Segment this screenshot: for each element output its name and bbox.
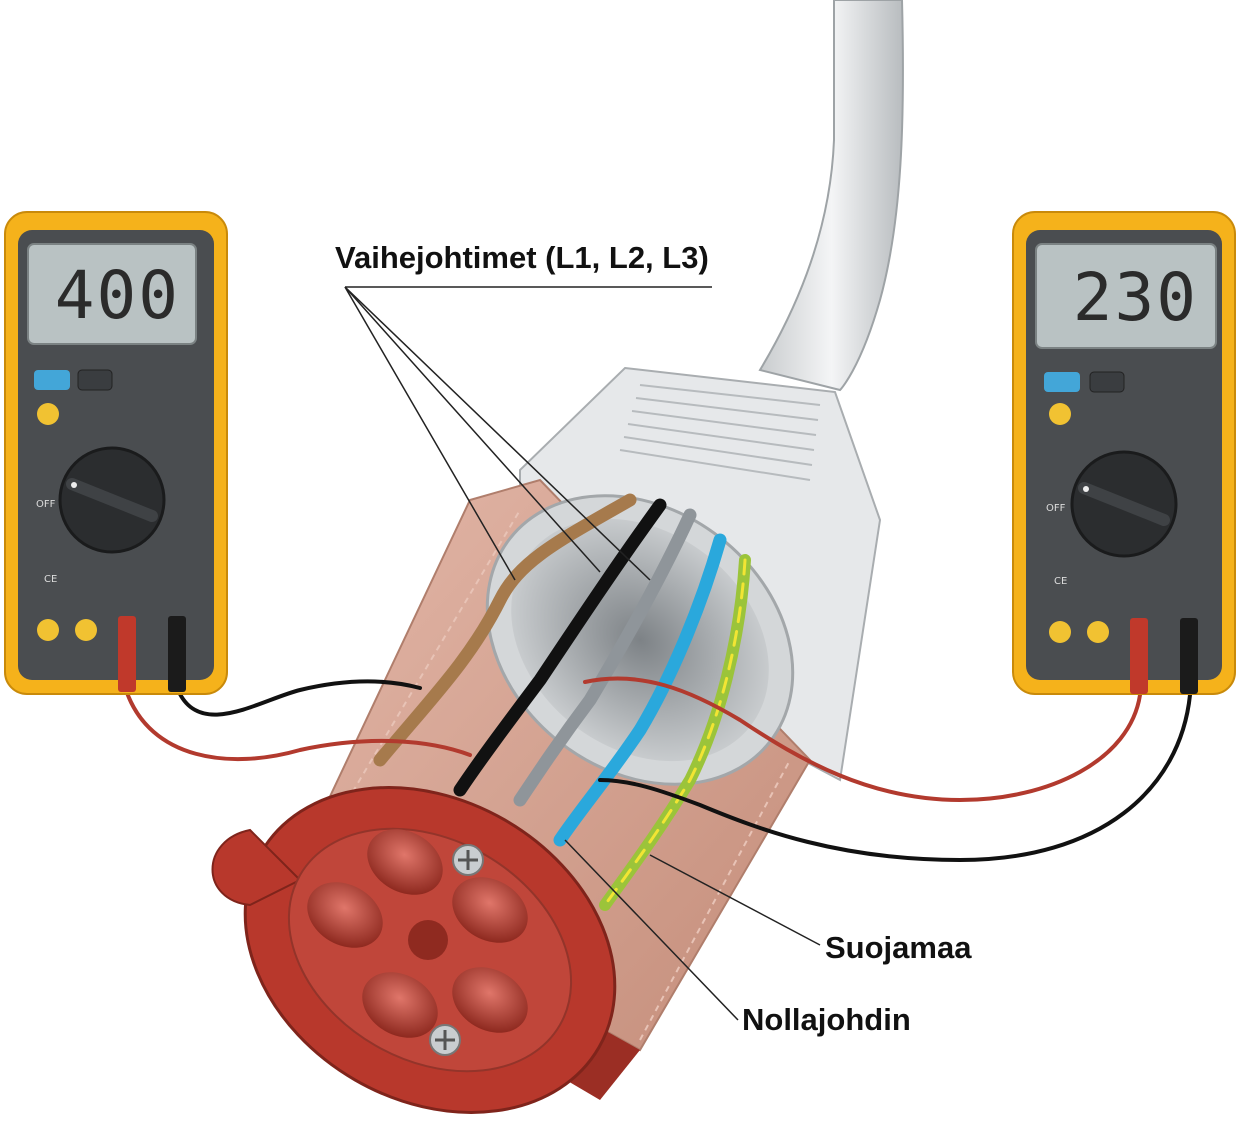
phase-leader-lines [344, 286, 651, 581]
right-yellow-button [1049, 403, 1071, 425]
neutral-leader-line [564, 839, 739, 1021]
socket-hole [362, 972, 438, 1038]
left-meter-reading: 400 [55, 257, 180, 334]
connector-key-tab [211, 828, 302, 907]
left-yellow-button [37, 403, 59, 425]
grey-phase-wire [513, 508, 697, 807]
screw-icon [429, 1024, 461, 1056]
right-black-probe [1180, 618, 1198, 694]
earth-label: Suojamaa [825, 930, 972, 965]
left-grey-button [77, 369, 113, 391]
left-lcd-screen [27, 243, 197, 345]
left-black-probe [168, 616, 186, 692]
right-grey-button [1089, 371, 1125, 393]
socket-hole [367, 829, 443, 895]
socket-hole [307, 882, 383, 948]
svg-text:CE: CE [1054, 576, 1067, 587]
svg-text:OFF: OFF [36, 499, 56, 510]
brown-phase-wire [373, 493, 637, 767]
callouts: Vaihejohtimet (L1, L2, L3) Suojamaa Noll… [335, 240, 972, 1037]
left-blue-button [34, 370, 70, 390]
center-pin-hole [408, 920, 448, 960]
right-jack-a [1087, 621, 1109, 643]
svg-text:OFF: OFF [1046, 503, 1066, 514]
right-meter-reading: 230 [1073, 259, 1198, 336]
left-black-lead [176, 679, 422, 717]
left-red-probe [118, 616, 136, 692]
right-lcd-screen [1035, 243, 1217, 349]
left-red-lead [124, 688, 472, 762]
test-leads [124, 676, 1192, 863]
earth-leader-line [649, 854, 821, 946]
right-red-lead [583, 676, 1142, 803]
socket-hole [452, 877, 528, 943]
right-black-lead [598, 693, 1192, 863]
neutral-label: Nollajohdin [742, 1002, 911, 1037]
grip-ribs [619, 384, 821, 481]
wires [373, 493, 751, 911]
right-blue-button [1044, 372, 1080, 392]
left-jack-a [75, 619, 97, 641]
blue-neutral-wire [553, 533, 727, 847]
socket-hole [452, 967, 528, 1033]
black-phase-wire [453, 498, 667, 797]
right-jack-com [1049, 621, 1071, 643]
screw-icon [452, 844, 484, 876]
right-red-probe [1130, 618, 1148, 694]
red-connector-face [211, 786, 640, 1114]
left-jack-com [37, 619, 59, 641]
supply-cable [758, 0, 904, 392]
svg-text:CE: CE [44, 574, 57, 585]
phase-conductors-label: Vaihejohtimet (L1, L2, L3) [335, 240, 709, 275]
left-multimeter: 400 OFF CE [4, 211, 228, 695]
right-multimeter: 230 OFF CE [1012, 211, 1236, 695]
